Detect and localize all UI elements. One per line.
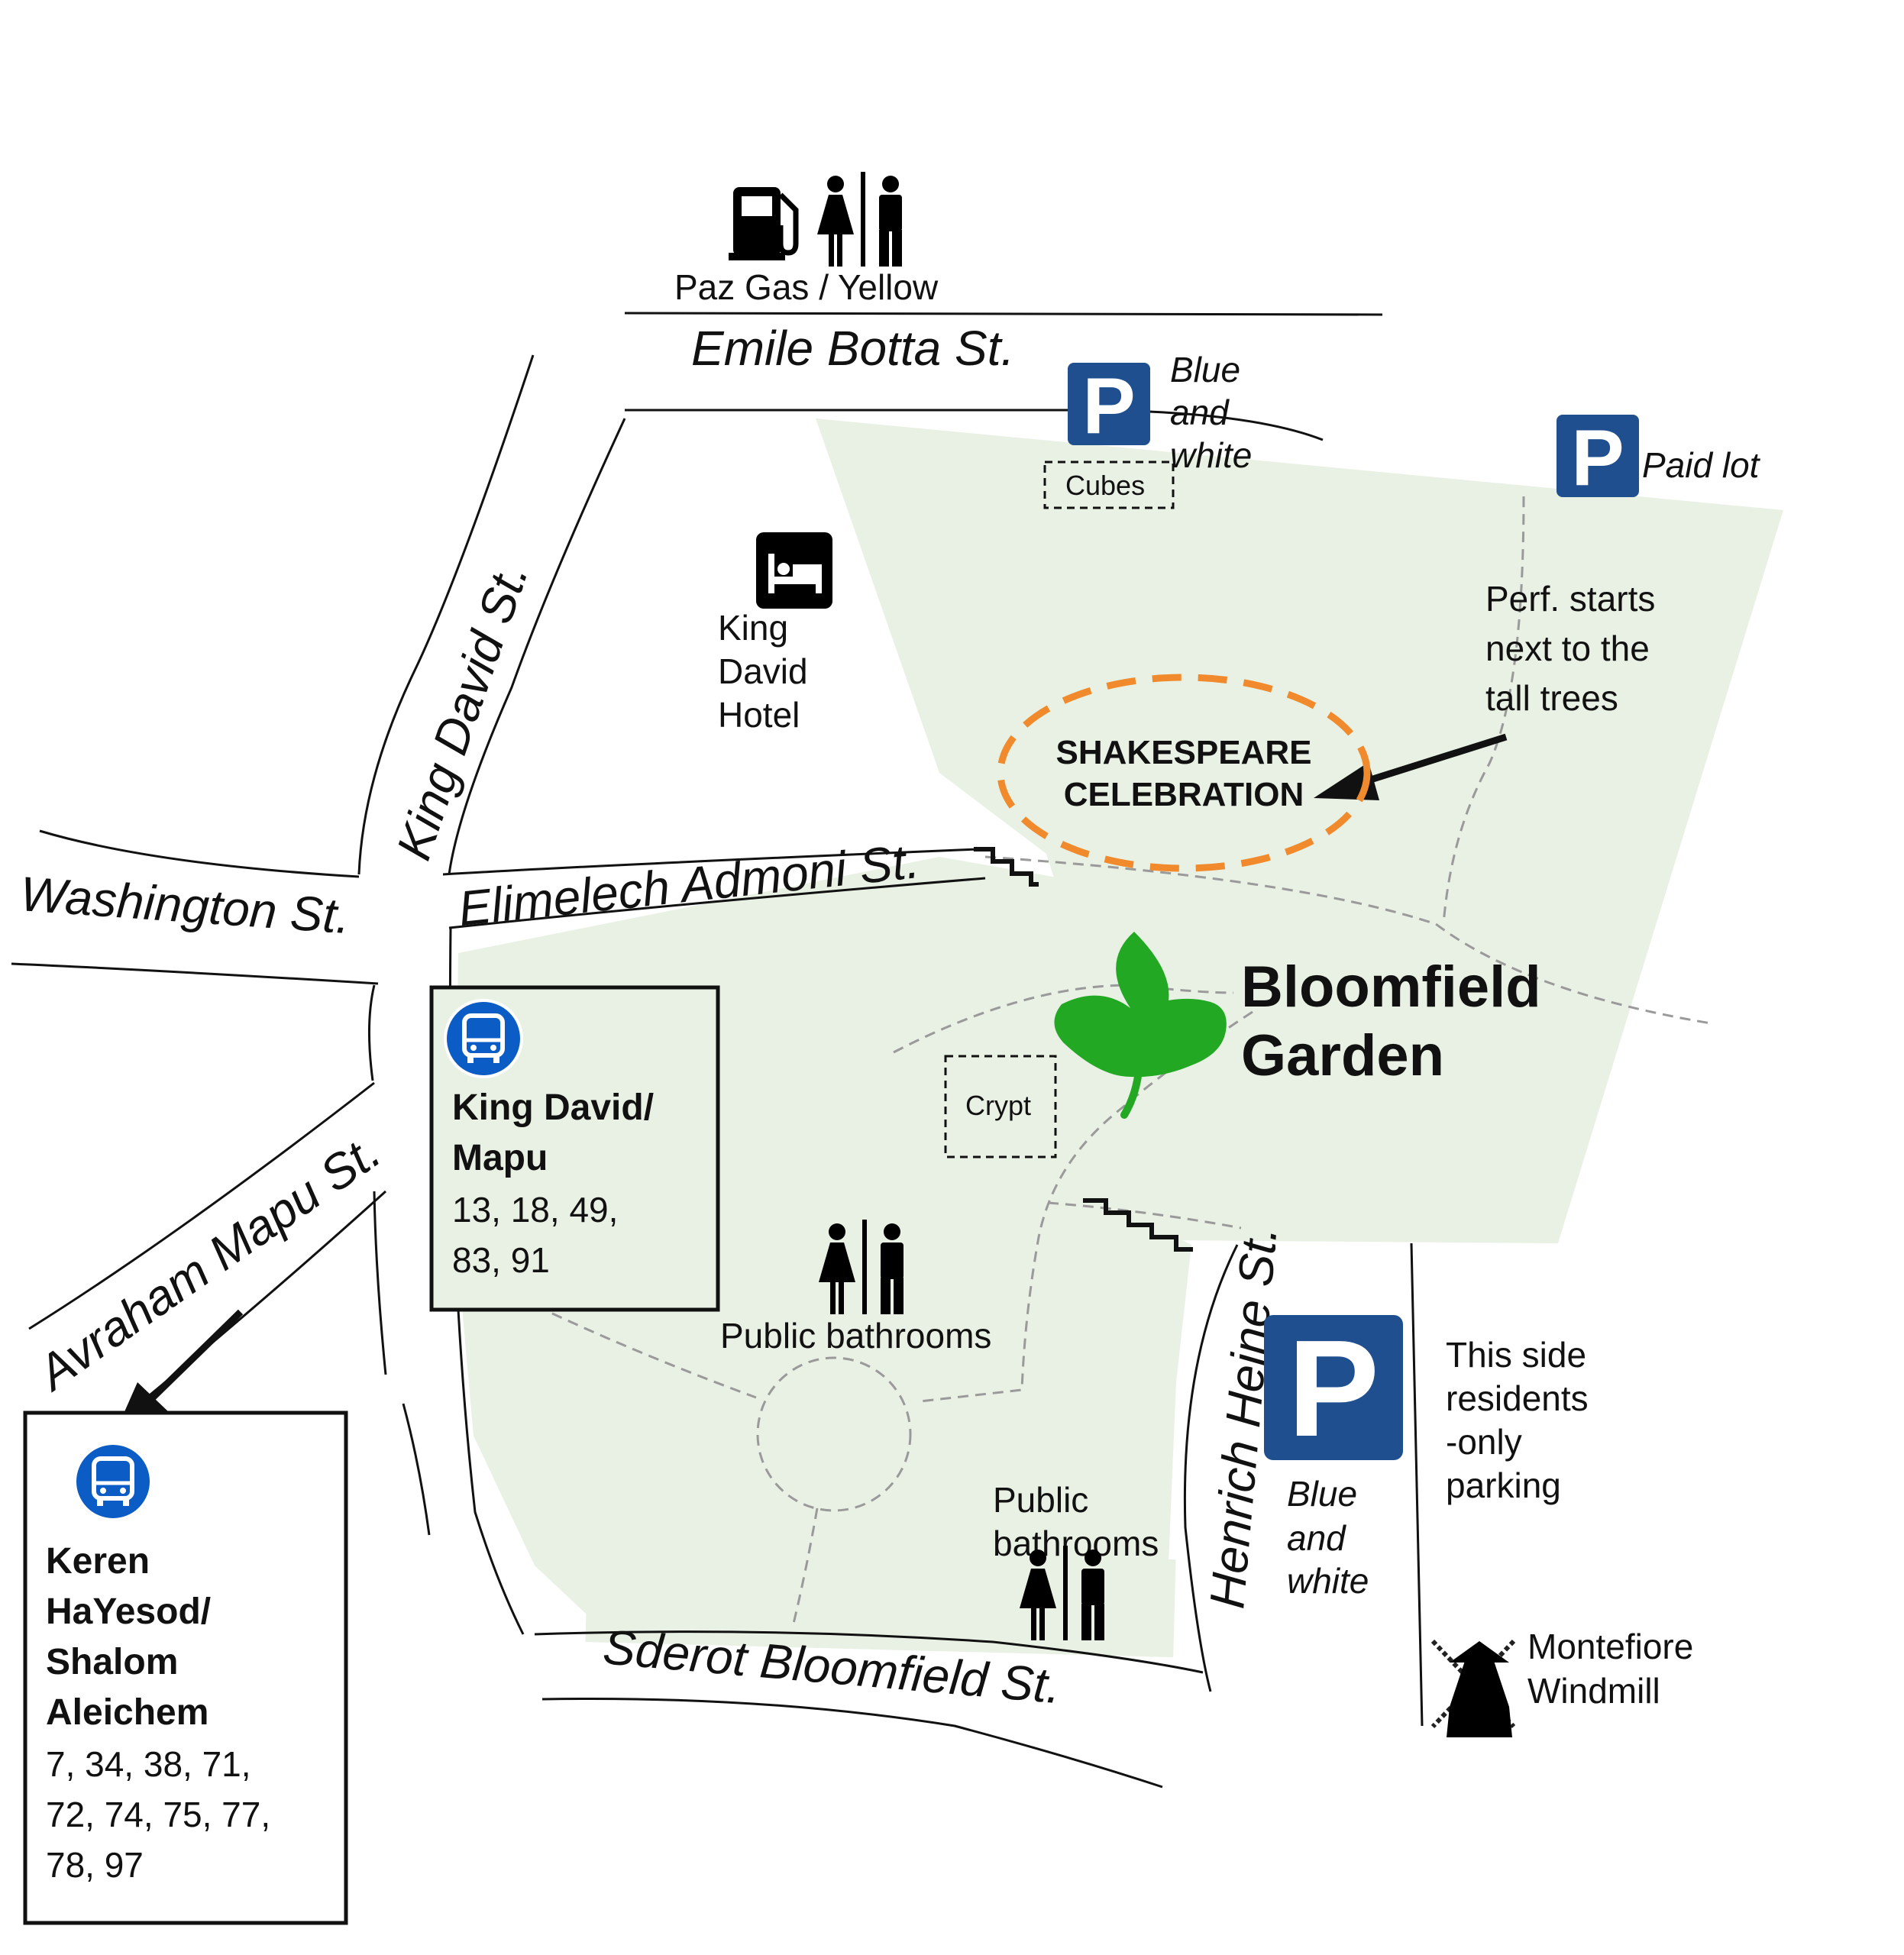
gas-station-label: Paz Gas / Yellow [674, 267, 939, 307]
parking-north-line2: and [1170, 393, 1230, 432]
bus-stop-keren-name4: Aleichem [46, 1692, 209, 1733]
stairs-icon [974, 847, 1039, 887]
parking-icon: P [1264, 1312, 1403, 1465]
stairs-icon [1083, 1198, 1193, 1252]
bus-stop-keren-routes2: 72, 74, 75, 77, [46, 1795, 270, 1834]
bathrooms-central-label: Public bathrooms [720, 1316, 991, 1356]
celebration-ellipse [997, 674, 1371, 872]
leaf-icon [1054, 932, 1227, 1119]
bus-stop-king-david-name1: King David/ [452, 1087, 654, 1128]
windmill-icon [1430, 1639, 1516, 1737]
svg-text:P: P [1571, 414, 1624, 502]
crypt-box [944, 1055, 1057, 1158]
bus-stop-keren-name2: HaYesod/ [46, 1591, 211, 1632]
performance-note-line3: tall trees [1485, 678, 1618, 718]
hotel-line2: David [718, 651, 808, 691]
bus-stop-king-david-routes1: 13, 18, 49, [452, 1190, 618, 1230]
restroom-icon [817, 172, 902, 267]
residents-note-line3: -only [1446, 1422, 1522, 1462]
garden-name-line1: Bloomfield [1241, 955, 1541, 1020]
bus-stop-keren-name3: Shalom [46, 1642, 178, 1682]
cubes-label: Cubes [1065, 470, 1145, 501]
bus-stop-king-david-name2: Mapu [452, 1138, 548, 1178]
bathrooms-south-line1: Public [993, 1480, 1088, 1520]
windmill-line1: Montefiore [1527, 1627, 1693, 1666]
parking-east-line1: Blue [1287, 1474, 1357, 1514]
garden-name-line2: Garden [1241, 1023, 1444, 1088]
bathrooms-south-line2: bathrooms [993, 1524, 1159, 1563]
street-emile-botta: Emile Botta St. [691, 321, 1014, 376]
bus-stop-keren-routes3: 78, 97 [46, 1845, 144, 1885]
paid-lot-label: Paid lot [1642, 445, 1761, 485]
street-avraham-mapu: Avraham Mapu St. [25, 1123, 390, 1402]
residents-note-line4: parking [1446, 1465, 1561, 1505]
celebration-line2: CELEBRATION [1064, 776, 1304, 813]
park-strip-south [585, 1544, 1176, 1658]
hotel-line3: Hotel [718, 695, 800, 735]
bus-icon [445, 1000, 522, 1077]
performance-note-line1: Perf. starts [1485, 579, 1655, 619]
gas-pump-icon [729, 187, 799, 260]
parking-north-line1: Blue [1170, 350, 1240, 389]
svg-text:P: P [1082, 362, 1135, 451]
hotel-line1: King [718, 608, 788, 648]
crypt-label: Crypt [965, 1090, 1031, 1121]
svg-text:P: P [1288, 1312, 1379, 1465]
parking-north-line3: white [1170, 435, 1252, 475]
celebration-line1: SHAKESPEARE [1056, 734, 1312, 771]
street-washington: Washington St. [18, 866, 352, 944]
windmill-line2: Windmill [1527, 1671, 1660, 1711]
plaza-roundabout [756, 1356, 912, 1512]
bus-stop-keren-name1: Keren [46, 1541, 150, 1582]
park-area-north [816, 418, 1783, 1243]
hotel-bed-icon [756, 532, 832, 609]
parking-east-line3: white [1287, 1561, 1369, 1601]
cubes-box [1043, 460, 1175, 509]
parking-icon: P [1068, 362, 1150, 451]
parking-east-line2: and [1287, 1518, 1346, 1558]
bus-icon [75, 1443, 151, 1520]
residents-note-line1: This side [1446, 1335, 1586, 1375]
bus-stop-keren-routes1: 7, 34, 38, 71, [46, 1744, 251, 1784]
performance-note-line2: next to the [1485, 629, 1650, 668]
parking-icon: P [1556, 414, 1639, 502]
residents-note-line2: residents [1446, 1378, 1589, 1418]
bus-stop-king-david-routes2: 83, 91 [452, 1240, 550, 1280]
